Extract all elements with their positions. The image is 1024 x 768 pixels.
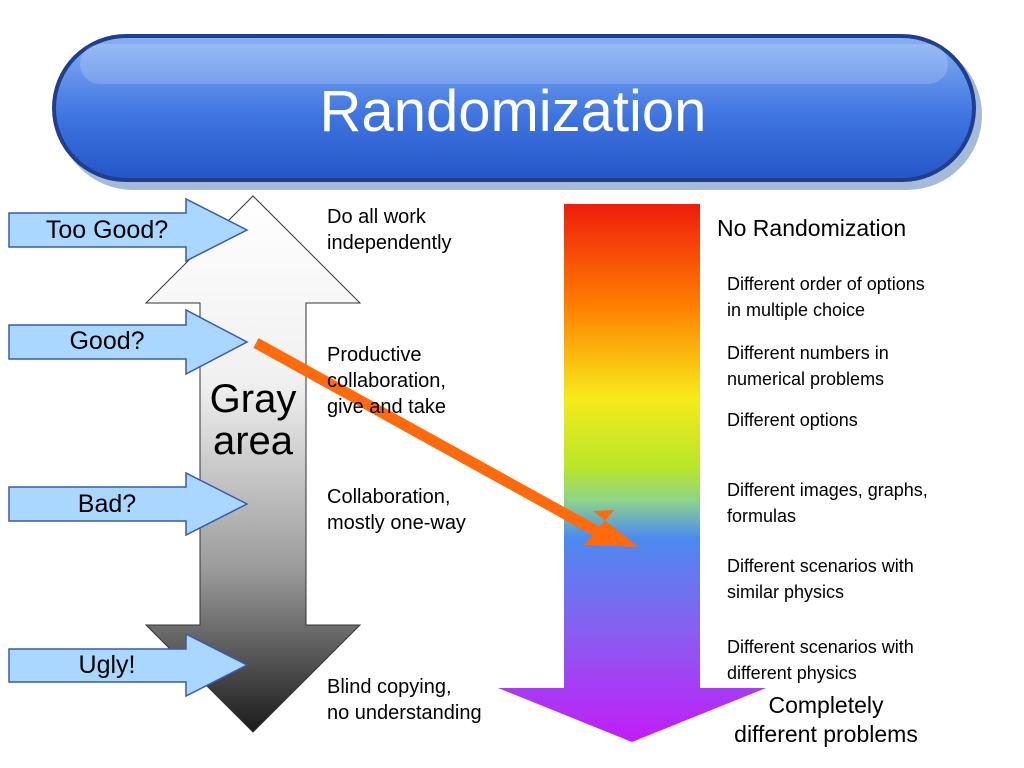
mapping-arrow-head xyxy=(584,510,638,547)
pointer-arrow-ugly xyxy=(8,632,249,698)
pointer-arrow-too-good xyxy=(8,197,249,263)
level-no-randomization: No Randomization xyxy=(717,215,907,241)
pointer-arrow-good xyxy=(8,308,249,376)
pointer-arrow-bad xyxy=(8,471,249,537)
behavior-one-way-collaboration: Collaboration, mostly one-way xyxy=(327,486,466,534)
title-banner: Randomization xyxy=(52,34,982,190)
level-similar-physics: Different scenarios with similar physics xyxy=(727,556,914,603)
level-different-options: Different options xyxy=(727,410,858,430)
level-different-numbers: Different numbers in numerical problems xyxy=(727,343,889,390)
level-different-images: Different images, graphs, formulas xyxy=(727,480,928,527)
gray-area-arrow xyxy=(144,195,362,733)
page-title: Randomization xyxy=(320,79,707,144)
behavior-independent: Do all work independently xyxy=(327,206,452,254)
pointer-label-bad: Bad? xyxy=(77,490,137,518)
gray-area-label: Gray area xyxy=(209,377,297,463)
mapping-arrow xyxy=(253,338,638,547)
pointer-label-ugly: Ugly! xyxy=(78,651,136,679)
pointer-arrows xyxy=(8,197,249,698)
level-completely-different: Completely different problems xyxy=(734,692,918,747)
pointer-label-too-good: Too Good? xyxy=(45,216,169,244)
level-different-physics: Different scenarios with different physi… xyxy=(727,637,914,684)
randomization-spectrum-arrow xyxy=(498,204,766,742)
level-option-order: Different order of options in multiple c… xyxy=(727,274,925,321)
behavior-blind-copying: Blind copying, no understanding xyxy=(327,676,482,724)
pointer-label-good: Good? xyxy=(69,327,145,355)
behavior-productive-collaboration: Productive collaboration, give and take xyxy=(327,344,446,418)
